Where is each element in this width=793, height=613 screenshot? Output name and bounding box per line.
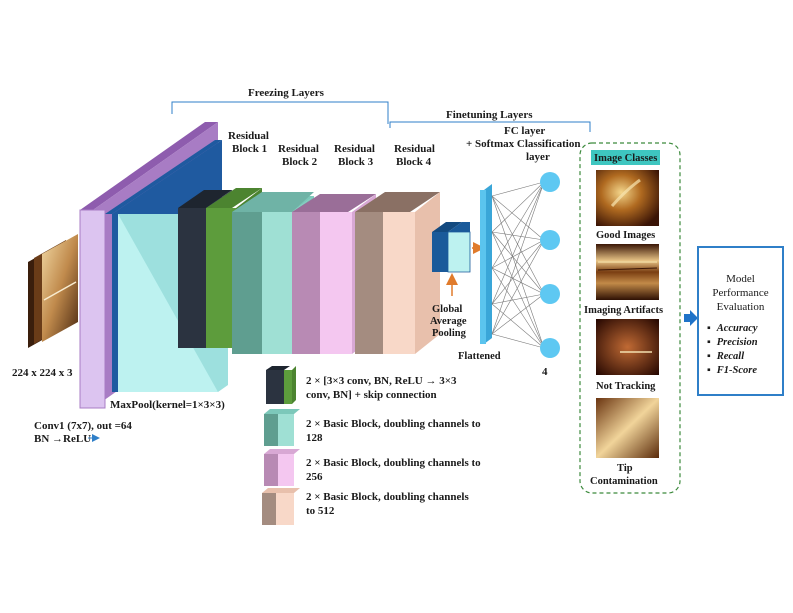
evaluation-title: Model Performance Evaluation xyxy=(699,272,782,314)
image-classes-header-bg xyxy=(591,150,660,165)
block3-label-line1: Residual xyxy=(334,143,375,155)
block4-label-line1: Residual xyxy=(394,143,435,155)
evaluation-box: Model Performance Evaluation Accuracy Pr… xyxy=(697,246,784,396)
legend-text-2-line2: 128 xyxy=(306,432,323,444)
block4-label-line2: Block 4 xyxy=(396,156,432,168)
conv1-label-line2: BN →ReLU xyxy=(34,433,91,445)
input-image-stack xyxy=(28,234,78,348)
class-thumb-artifacts xyxy=(596,244,659,300)
metric-item: Accuracy xyxy=(707,322,782,336)
metric-item: Recall xyxy=(707,350,782,364)
legend-text-1-line1: 2 × [3×3 conv, BN, ReLU → 3×3 xyxy=(306,375,457,387)
class-thumb-not-tracking xyxy=(596,319,659,375)
freezing-label: Freezing Layers xyxy=(248,87,325,99)
class-thumb-tip-contamination xyxy=(596,398,659,458)
fc-connections xyxy=(491,181,545,349)
legend-swatch-block2 xyxy=(264,409,300,446)
class-label-good: Good Images xyxy=(596,230,655,241)
output-count: 4 xyxy=(542,366,548,378)
legend-text-4-line2: to 512 xyxy=(306,505,335,517)
output-node xyxy=(540,338,560,358)
metric-item: Precision xyxy=(707,336,782,350)
image-classes-header: Image Classes xyxy=(594,153,657,164)
block1-label-line1: Residual xyxy=(228,130,269,142)
conv1-label-line1: Conv1 (7x7), out =64 xyxy=(34,420,132,432)
class-thumb-good xyxy=(596,170,659,226)
fc-label-line1: FC layer xyxy=(504,125,545,137)
residual-block-4 xyxy=(355,192,440,354)
block1-label-line2: Block 1 xyxy=(232,143,267,155)
legend-text-4-line1: 2 × Basic Block, doubling channels xyxy=(306,491,469,503)
class-label-artifacts: Imaging Artifacts xyxy=(584,305,663,316)
legend-text-2-line1: 2 × Basic Block, doubling channels to xyxy=(306,418,481,430)
evaluation-title-line1: Model xyxy=(726,273,755,285)
legend-swatch-block3 xyxy=(264,449,300,486)
metric-item: F1-Score xyxy=(707,364,782,378)
finetuning-label: Finetuning Layers xyxy=(446,109,533,121)
gap-label-line2: Average xyxy=(430,316,467,327)
legend-text-1-line2: conv, BN] + skip connection xyxy=(306,389,437,401)
evaluation-arrow xyxy=(684,310,698,326)
legend: 2 × [3×3 conv, BN, ReLU → 3×3 conv, BN] … xyxy=(262,366,481,525)
flattened-layer xyxy=(480,184,492,344)
output-nodes xyxy=(540,172,560,358)
flattened-label: Flattened xyxy=(458,351,501,362)
legend-text-3-line2: 256 xyxy=(306,471,323,483)
evaluation-title-line2: Performance xyxy=(712,287,769,299)
fc-label-line3: layer xyxy=(526,151,550,163)
class-label-not-tracking: Not Tracking xyxy=(596,381,656,392)
gap-label-line3: Pooling xyxy=(432,328,467,339)
input-size-label: 224 x 224 x 3 xyxy=(12,367,73,379)
maxpool-label: MaxPool(kernel=1×3×3) xyxy=(110,399,225,411)
block3-label-line2: Block 3 xyxy=(338,156,374,168)
image-classes-panel xyxy=(579,142,681,494)
class-label-tip: Tip xyxy=(617,463,633,474)
gap-cube xyxy=(432,222,471,273)
output-node xyxy=(540,284,560,304)
gap-label-line1: Global xyxy=(432,304,462,315)
evaluation-title-line3: Evaluation xyxy=(716,301,765,313)
fc-label-line2: + Softmax Classification xyxy=(466,138,580,150)
block2-label-line1: Residual xyxy=(278,143,319,155)
class-label-contamination: Contamination xyxy=(590,476,658,487)
finetuning-bracket xyxy=(389,121,591,132)
output-node xyxy=(540,230,560,250)
freezing-bracket xyxy=(171,101,389,124)
metrics-list: Accuracy Precision Recall F1-Score xyxy=(699,322,782,378)
legend-swatch-block4 xyxy=(262,488,300,525)
output-node xyxy=(540,172,560,192)
block2-label-line2: Block 2 xyxy=(282,156,318,168)
legend-text-3-line1: 2 × Basic Block, doubling channels to xyxy=(306,457,481,469)
legend-swatch-block1 xyxy=(266,366,296,404)
